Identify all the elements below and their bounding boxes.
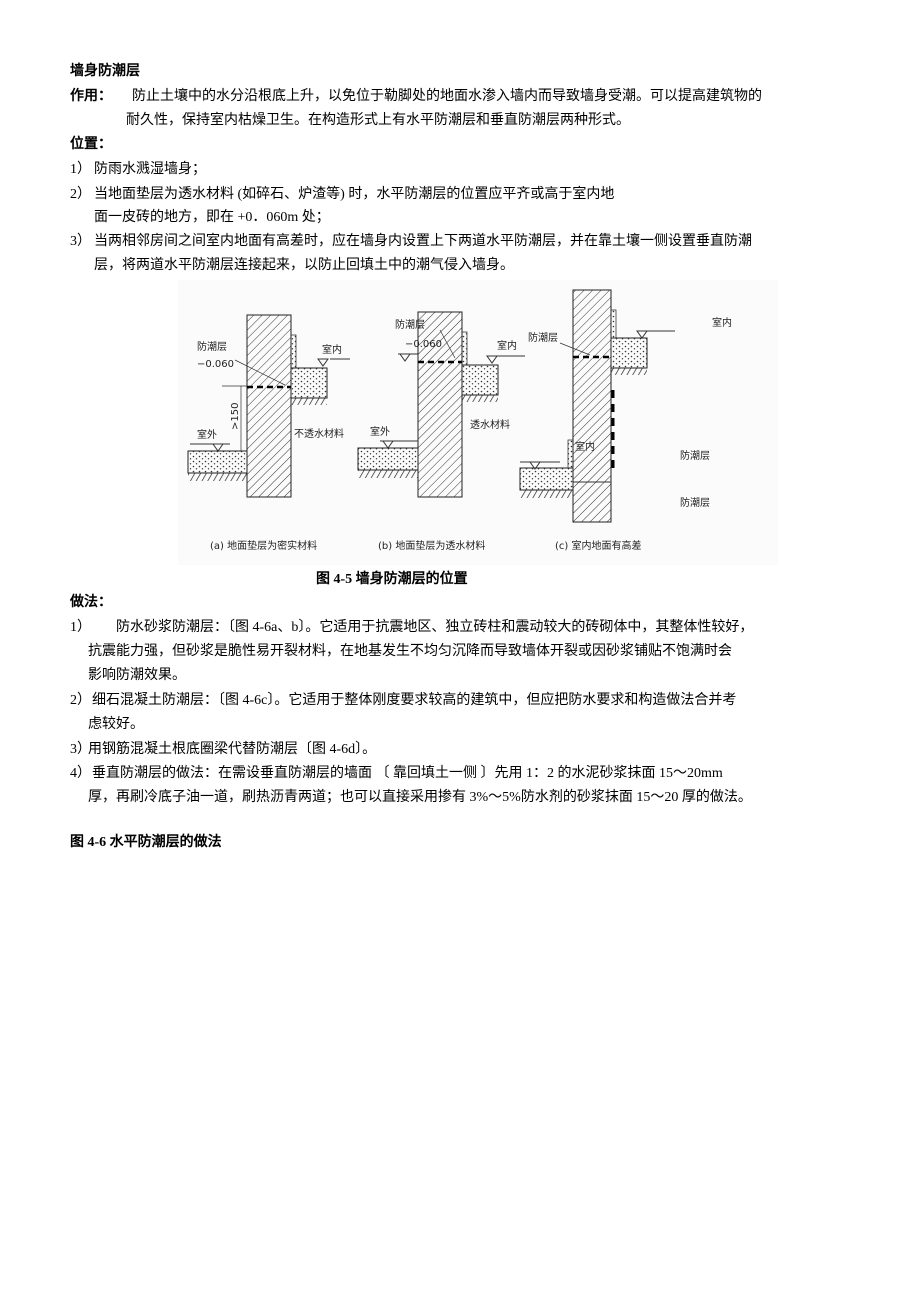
- position-item-text: 当地面垫层为透水材料 (如碎石、炉渣等) 时，水平防潮层的位置应平齐或高于室内地: [94, 187, 615, 202]
- position-item-text: 当两相邻房间之间室内地面有高差时，应在墙身内设置上下两道水平防潮层，并在靠土壤一…: [94, 234, 752, 249]
- method-item-text: 厚，再刷冷底子油一道，刷热沥青两道；也可以直接采用掺有 3%～5%防水剂的砂浆抹…: [88, 790, 752, 805]
- method-item-num: 2）: [70, 693, 91, 708]
- label-material: 不透水材料: [294, 427, 344, 440]
- position-item-num: 2）: [70, 187, 91, 202]
- function-text-line: 防止土壤中的水分沿根底上升，以免位于勒脚处的地面水渗入墙内而导致墙身受潮。可以提…: [132, 89, 762, 104]
- method-item-text: 抗震能力强，但砂浆是脆性易开裂材料，在地基发生不均匀沉降而导致墙体开裂或因砂浆铺…: [88, 644, 732, 659]
- panel-b-caption: (b) 地面垫层为透水材料: [378, 539, 485, 552]
- label-dpc-top: 防潮层: [528, 331, 558, 344]
- label-level: −0.060: [405, 339, 442, 350]
- label-indoor: 室内: [497, 339, 517, 352]
- function-text-line: 耐久性，保持室内枯燥卫生。在构造形式上有水平防潮层和垂直防潮层两种形式。: [126, 113, 630, 128]
- method-item-text: 防水砂浆防潮层：〔图 4-6a、b〕。它适用于抗震地区、独立砖柱和震动较大的砖砌…: [116, 620, 754, 635]
- label-dpc: 防潮层: [395, 318, 425, 331]
- label-indoor: 室内: [322, 343, 342, 356]
- method-item-text: 虑较好。: [88, 717, 144, 732]
- panel-b: 防潮层 −0.060 室内 室外 透水材料 (b) 地面垫层为透水材料: [357, 311, 525, 552]
- label-dpc-vertical: 防潮层: [680, 449, 710, 462]
- section-title: 墙身防潮层: [70, 64, 140, 79]
- label-level: −0.060: [197, 359, 234, 370]
- figure-4-5-caption: 图 4-5 墙身防潮层的位置: [316, 572, 468, 587]
- position-label: 位置：: [70, 137, 112, 152]
- position-item-text: 层，将两道水平防潮层连接起来，以防止回填土中的潮气侵入墙身。: [94, 258, 514, 273]
- position-item-num: 1）: [70, 162, 91, 177]
- position-item-text: 面一皮砖的地方，即在 +0．060m 处；: [94, 210, 330, 225]
- method-item-text: 用钢筋混凝土根底圈梁代替防潮层〔图 4-6d〕。: [88, 742, 377, 757]
- method-label: 做法：: [70, 595, 112, 610]
- figure-4-6-caption: 图 4-6 水平防潮层的做法: [70, 835, 222, 850]
- panel-c-caption: (c) 室内地面有高差: [555, 539, 641, 552]
- figure-4-5-diagram: 防潮层 −0.060 室内 室外 不透水材料 >150 (a) 地面垫层为密实材…: [178, 280, 778, 565]
- panel-a: 防潮层 −0.060 室内 室外 不透水材料 >150 (a) 地面垫层为密实材…: [187, 314, 350, 552]
- label-dimension: >150: [230, 403, 241, 430]
- panel-c: 防潮层 室内 室内 防潮层 防潮层 (c) 室内地面有高差: [519, 289, 732, 552]
- method-item-num: 3）: [70, 742, 91, 757]
- label-material: 透水材料: [470, 418, 510, 431]
- position-item-num: 3）: [70, 234, 91, 249]
- label-outdoor: 室外: [370, 425, 390, 438]
- position-item-text: 防雨水溅湿墙身；: [94, 162, 206, 177]
- method-item-text: 影响防潮效果。: [88, 668, 186, 683]
- label-outdoor: 室外: [197, 428, 217, 441]
- label-dpc-bottom: 防潮层: [680, 496, 710, 509]
- label-indoor-low: 室内: [575, 440, 595, 453]
- panel-a-caption: (a) 地面垫层为密实材料: [210, 539, 317, 552]
- label-indoor-high: 室内: [712, 316, 732, 329]
- method-item-num: 4）: [70, 766, 91, 781]
- method-item-num: 1）: [70, 620, 91, 635]
- label-dpc: 防潮层: [197, 340, 227, 353]
- function-label: 作用：: [70, 89, 112, 104]
- method-item-text: 细石混凝土防潮层：〔图 4-6c〕。它适用于整体刚度要求较高的建筑中，但应把防水…: [92, 693, 737, 708]
- method-item-text: 垂直防潮层的做法：在需设垂直防潮层的墙面 〔 靠回填土一侧 〕先用 1：2 的水…: [92, 766, 723, 781]
